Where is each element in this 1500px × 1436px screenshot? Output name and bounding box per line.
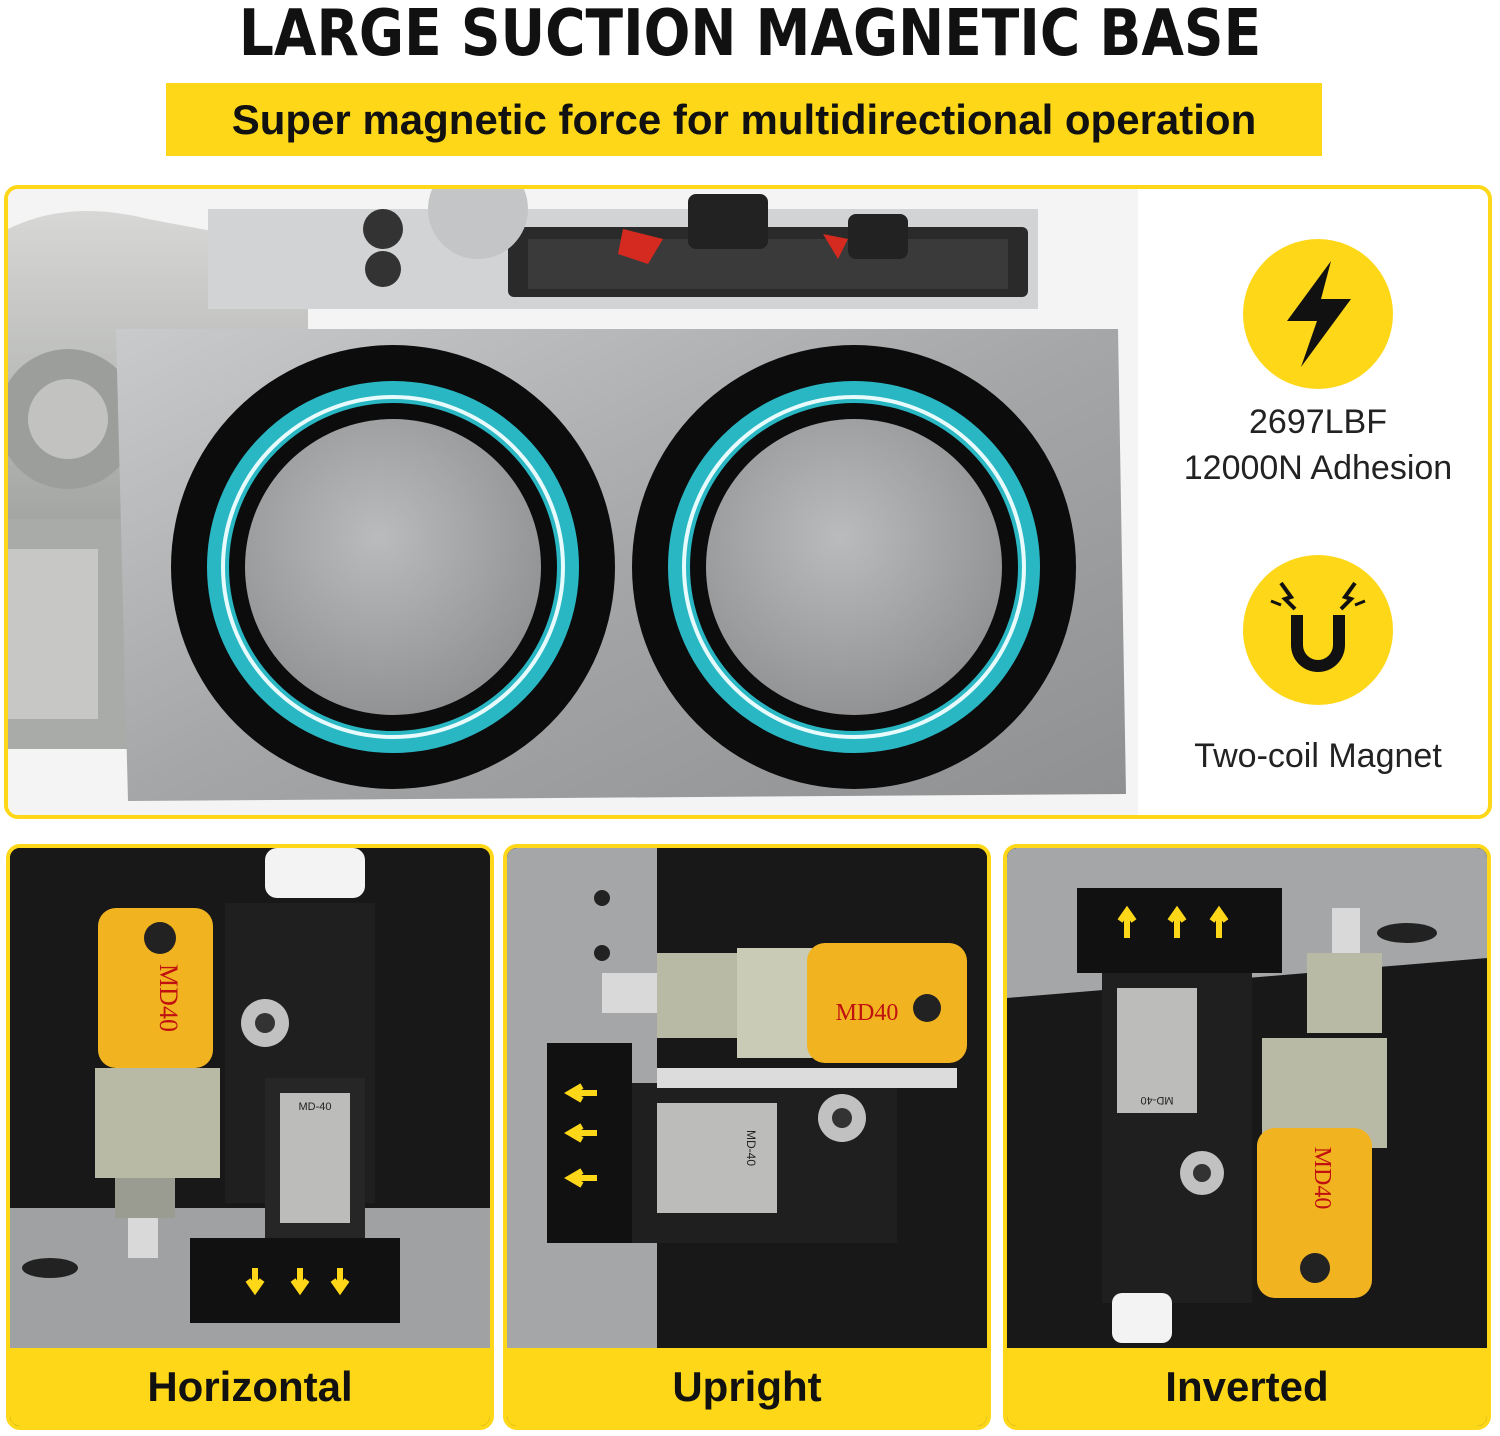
adhesion-force-lbf: 2697LBF [1249,403,1387,441]
horseshoe-magnet-icon [1243,555,1393,705]
magnetic-base-illustration [8,189,1138,815]
page-title: LARGE SUCTION MAGNETIC BASE [238,0,1262,71]
adhesion-force-n: 12000N Adhesion [1183,449,1453,487]
label-inverted: Inverted [1007,1348,1487,1426]
inverted-drill-illustration: MD-40 MD40 [1007,848,1487,1348]
label-horizontal: Horizontal [10,1348,490,1426]
two-coil-label: Two-coil Magnet [1194,737,1442,775]
adhesion-feature: 2697LBF 12000N Adhesion [1158,239,1478,491]
lightning-bolt-icon [1243,239,1393,389]
nameplate-text: MD-40 [298,1101,331,1113]
model-text: MD40 [154,964,183,1032]
orientation-card-inverted: MD-40 MD40 Inverted [1003,844,1491,1430]
horizontal-drill-illustration: MD-40 MD40 [10,848,490,1348]
orientation-card-horizontal: MD-40 MD40 Horizontal [6,844,494,1430]
two-coil-feature: Two-coil Magnet [1158,555,1478,779]
model-text: MD40 [836,1000,899,1026]
model-text: MD40 [1309,1147,1335,1210]
subtitle-banner: Super magnetic force for multidirectiona… [166,83,1322,156]
magnetic-base-panel: 2697LBF 12000N Adhesion Two-coil Magnet [4,185,1492,819]
nameplate-text: MD-40 [744,1130,758,1166]
label-upright: Upright [507,1348,987,1426]
nameplate-text: MD-40 [1140,1094,1173,1106]
orientation-card-upright: MD-40 MD40 Upright [503,844,991,1430]
upright-drill-illustration: MD-40 MD40 [507,848,987,1348]
